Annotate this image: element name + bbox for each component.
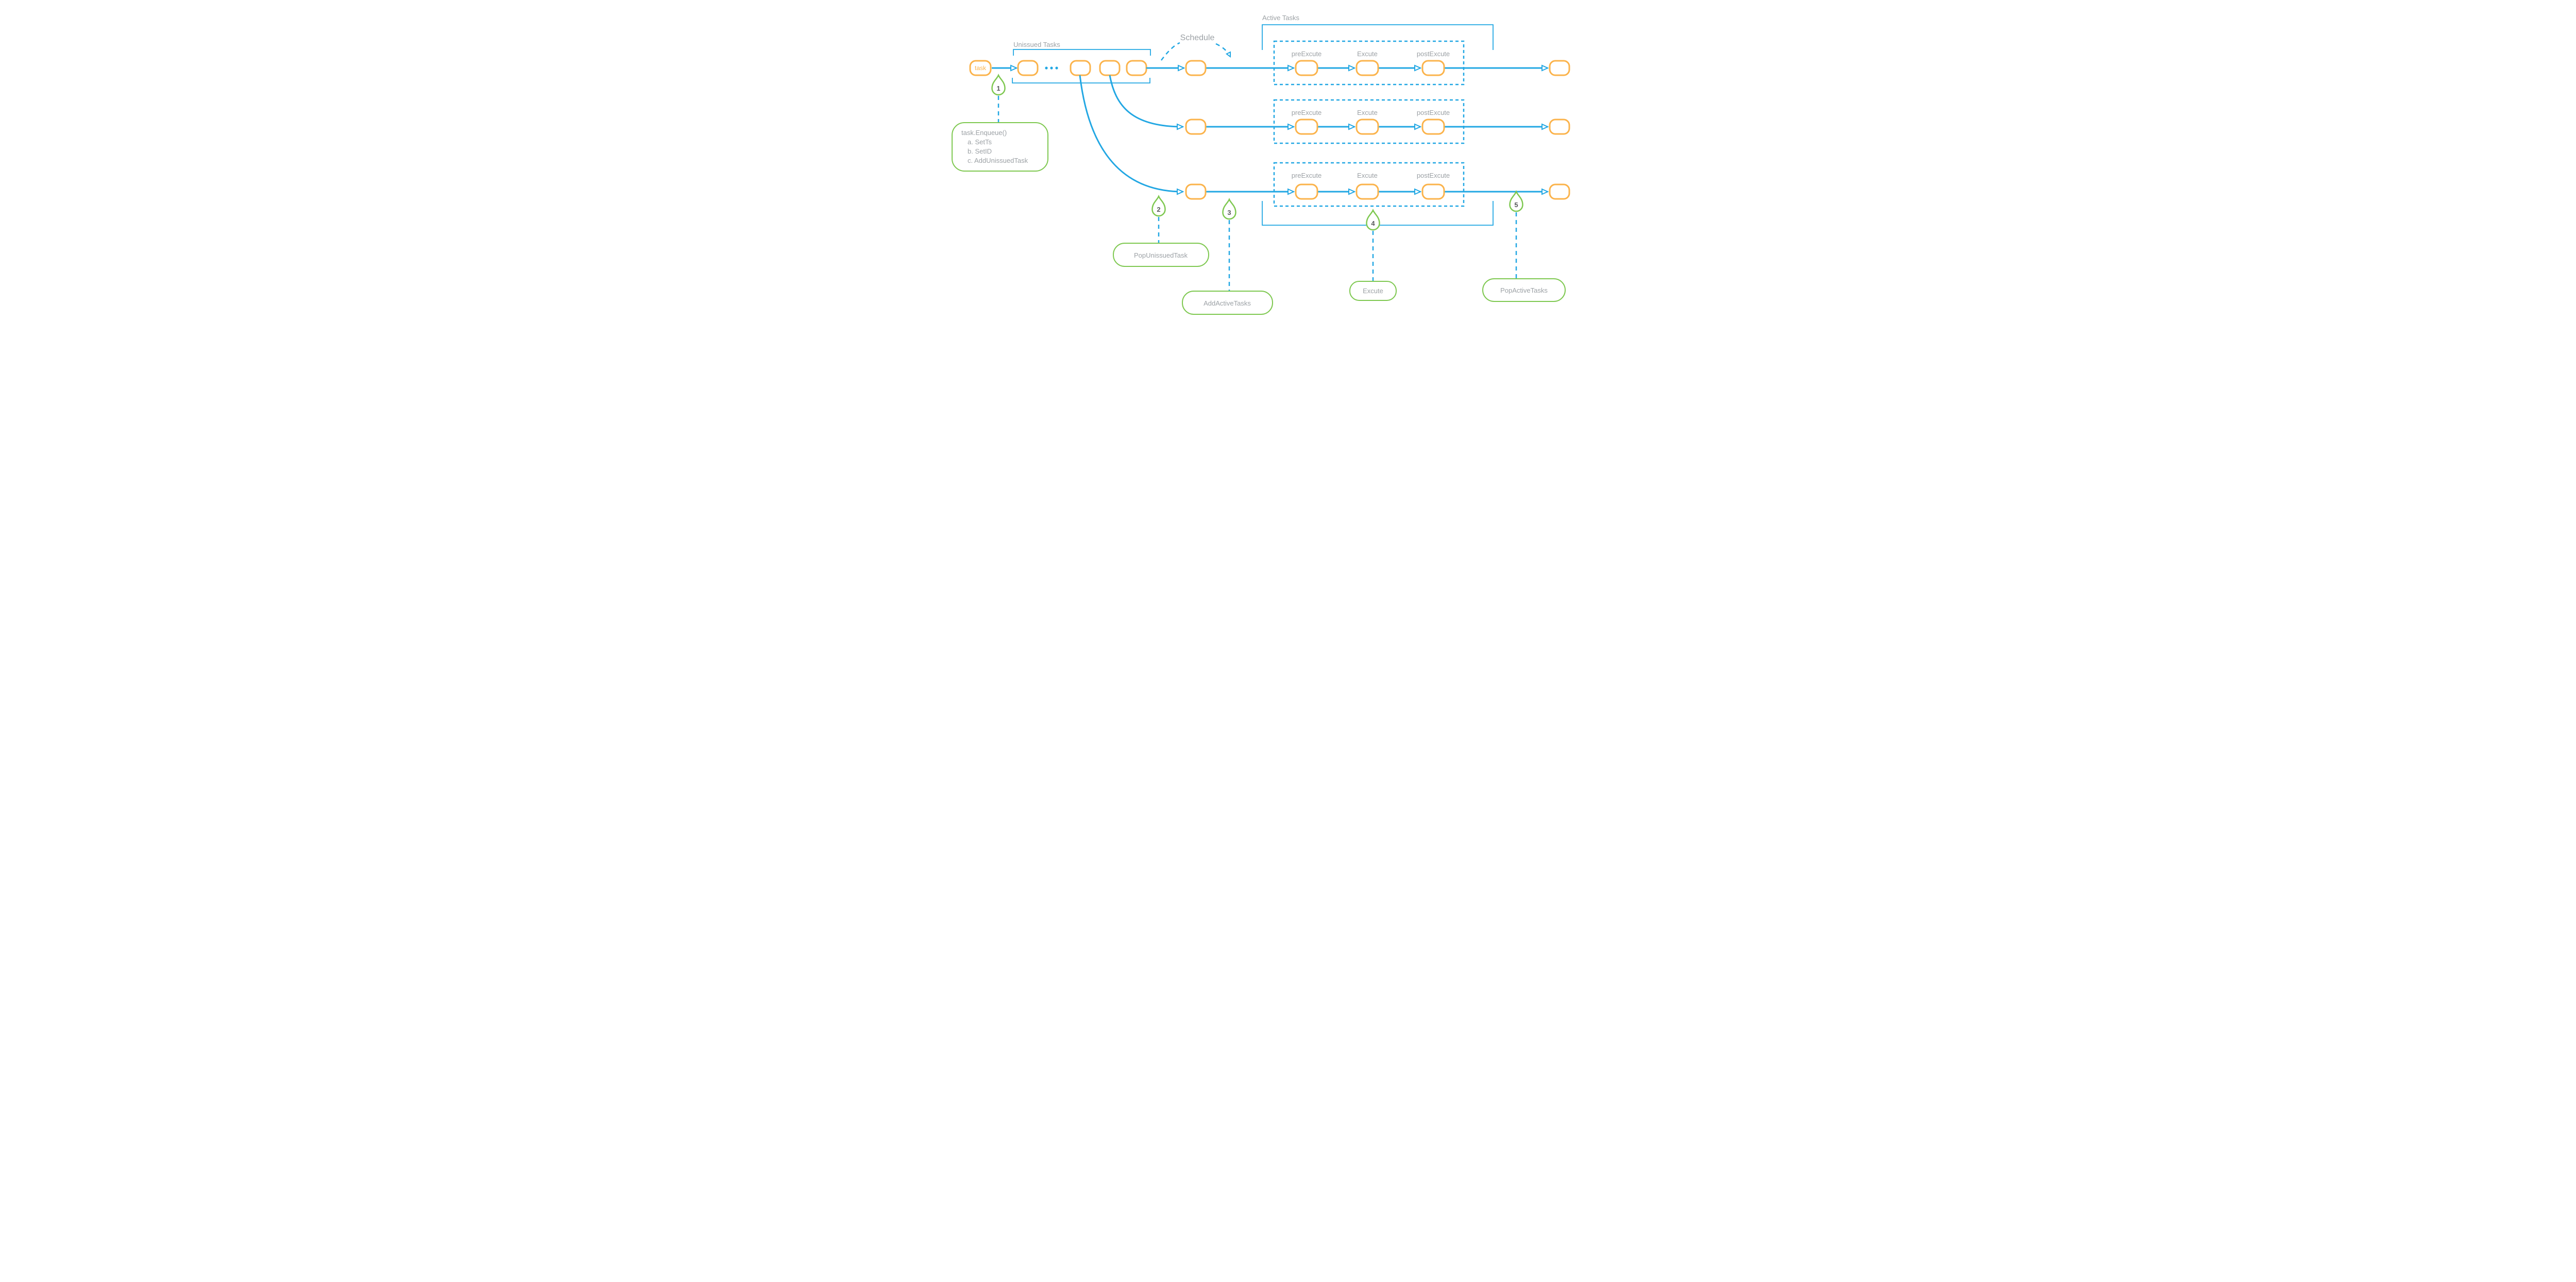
step-2-group: 2 PopUnissuedTask <box>1113 194 1209 267</box>
curve-queue-to-row2 <box>1109 75 1183 127</box>
ellipsis-dot-icon <box>1045 66 1048 70</box>
step-1-drop-marker-icon <box>991 73 1006 96</box>
row1-post-execute-label: postExcute <box>1417 50 1450 58</box>
row2-pre-execute-node <box>1295 119 1318 135</box>
row1-pre-execute-node <box>1295 60 1318 76</box>
pipeline-row-2: preExcute Excute postExcute <box>1185 99 1570 144</box>
row3-pre-execute-node <box>1295 183 1318 200</box>
step-4-label-box <box>1349 281 1397 301</box>
step-4-drop-marker-icon <box>1366 208 1380 231</box>
step-3-group: 3 AddActiveTasks <box>1182 197 1273 315</box>
row3-post-execute-label: postExcute <box>1417 172 1450 179</box>
row2-pre-execute-label: preExcute <box>1292 109 1322 116</box>
step-2-number: 2 <box>1157 206 1160 213</box>
row1-execute-label: Excute <box>1357 50 1378 58</box>
row3-execute-label: Excute <box>1357 172 1378 179</box>
step-4-group: 4 Excute <box>1349 208 1397 301</box>
pipeline-row-3-dotted-box <box>1273 162 1465 207</box>
step-1-line-3: b. SetID <box>968 147 992 155</box>
unissued-node-1 <box>1017 60 1039 76</box>
node-task <box>969 60 992 76</box>
step-3-drop-marker-icon <box>1222 197 1236 220</box>
step-5-label: PopActiveTasks <box>1500 286 1548 294</box>
unissued-node-3 <box>1099 60 1121 76</box>
unissued-top-bracket <box>1013 49 1151 56</box>
row2-start-node <box>1185 119 1207 135</box>
step-5-number: 5 <box>1514 201 1518 209</box>
step-2-label-box <box>1113 243 1209 267</box>
ellipsis-dot-icon <box>1050 66 1053 70</box>
step-5-label-box <box>1482 278 1566 302</box>
row1-pre-execute-label: preExcute <box>1292 50 1322 58</box>
task-source-group: task <box>969 60 992 76</box>
row3-start-node <box>1185 183 1207 200</box>
row1-execute-node <box>1355 60 1379 76</box>
active-tasks-title: Active Tasks <box>1262 14 1300 22</box>
ellipsis-dot-icon <box>1055 66 1058 70</box>
step-4-label: Excute <box>1363 287 1383 295</box>
step-1-line-1: task.Enqueue() <box>961 129 1007 137</box>
active-tasks-group: Active Tasks <box>1262 14 1494 226</box>
step-3-label: AddActiveTasks <box>1204 299 1251 307</box>
unissued-tasks-title: Unissued Tasks <box>1013 41 1060 48</box>
step-5-group: 5 PopActiveTasks <box>1482 190 1566 302</box>
schedule-arc-left <box>1160 42 1180 61</box>
task-scheduler-diagram: Unissued Tasks task Active Tasks Schedul… <box>890 0 1686 328</box>
step-1-number: 1 <box>996 85 1000 92</box>
curve-queue-to-row3 <box>1079 75 1183 192</box>
diagram-page: Unissued Tasks task Active Tasks Schedul… <box>890 0 1686 328</box>
row1-end-node <box>1549 60 1570 76</box>
step-5-drop-marker-icon <box>1509 190 1523 212</box>
row3-execute-node <box>1355 183 1379 200</box>
step-2-label: PopUnissuedTask <box>1134 251 1188 259</box>
row1-post-execute-node <box>1421 60 1445 76</box>
unissued-tasks-group: Unissued Tasks <box>1012 41 1151 83</box>
row2-execute-label: Excute <box>1357 109 1378 116</box>
step-1-line-2: a. SetTs <box>968 138 992 146</box>
unissued-node-2 <box>1070 60 1091 76</box>
row2-execute-node <box>1355 119 1379 135</box>
row1-start-node <box>1185 60 1207 76</box>
flow-arrows <box>992 68 1548 192</box>
row2-end-node <box>1549 119 1570 135</box>
row2-post-execute-label: postExcute <box>1417 109 1450 116</box>
step-1-group: 1 task.Enqueue() a. SetTs b. SetID c. Ad… <box>952 73 1048 172</box>
row3-pre-execute-label: preExcute <box>1292 172 1322 179</box>
step-2-drop-marker-icon <box>1151 194 1166 217</box>
step-3-number: 3 <box>1227 209 1231 216</box>
pipeline-row-1: preExcute Excute postExcute <box>1185 40 1570 86</box>
schedule-group: Schedule <box>1160 33 1231 61</box>
schedule-arc-arrow <box>1215 43 1231 58</box>
step-1-line-4: c. AddUnissuedTask <box>968 157 1028 164</box>
active-tasks-top-bracket <box>1262 24 1494 50</box>
step-3-label-box <box>1182 291 1273 315</box>
pipeline-row-2-dotted-box <box>1273 99 1465 144</box>
pipeline-row-3: preExcute Excute postExcute <box>1185 162 1570 207</box>
unissued-node-4 <box>1126 60 1147 76</box>
row3-post-execute-node <box>1421 183 1445 200</box>
step-1-label-box <box>952 122 1048 172</box>
pipeline-row-1-dotted-box <box>1273 40 1465 86</box>
schedule-label: Schedule <box>1180 33 1215 42</box>
step-4-number: 4 <box>1371 220 1375 227</box>
row3-end-node <box>1549 183 1570 200</box>
row2-post-execute-node <box>1421 119 1445 135</box>
node-task-label: task <box>975 64 987 72</box>
